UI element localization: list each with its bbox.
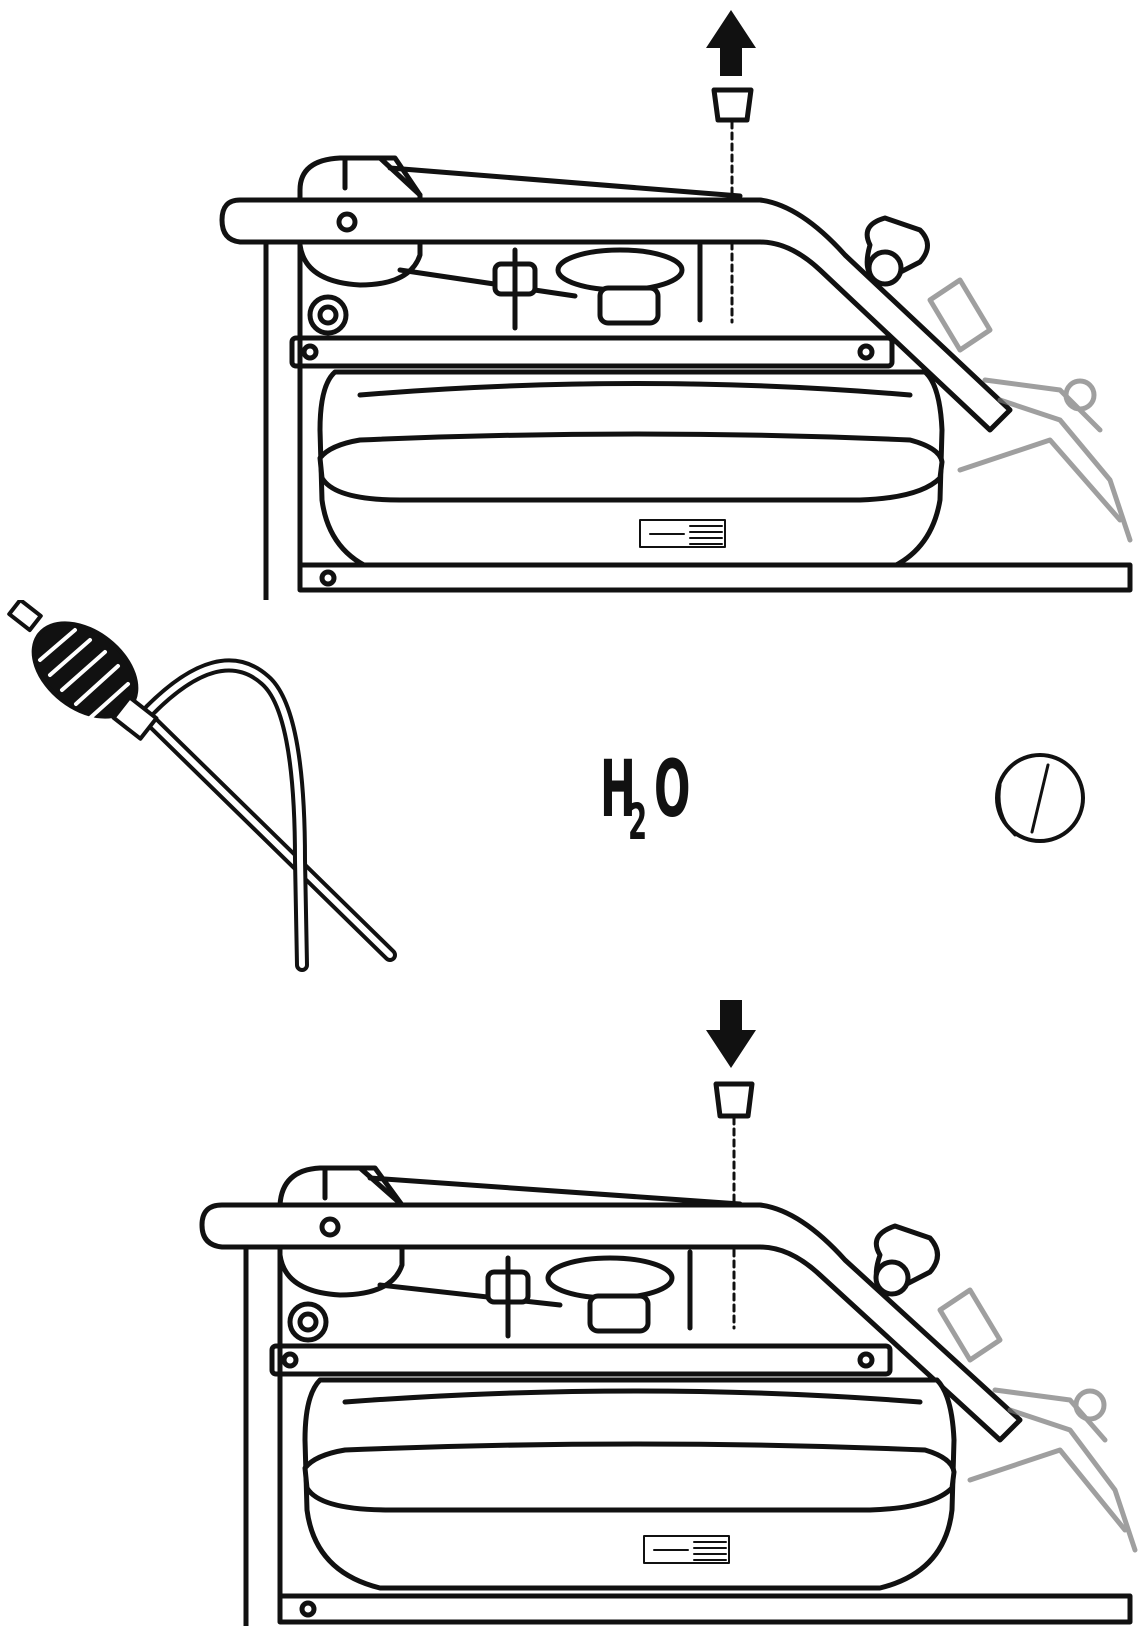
- supplies-row: [0, 600, 1148, 1000]
- top-rail: [219, 197, 1013, 433]
- top-rail: [199, 1202, 1023, 1443]
- formula-subscript: 2: [628, 793, 648, 851]
- base-rail: [277, 1593, 1133, 1625]
- remove-plug-illustration: [0, 0, 1148, 600]
- flywheel: [555, 247, 685, 293]
- stopper-icon: [711, 87, 754, 123]
- tank-seam: [317, 431, 945, 503]
- front-wheel: [307, 294, 349, 336]
- h2o-label: H 2 O: [600, 745, 710, 855]
- flywheel: [545, 1255, 675, 1301]
- upper-crossbar: [269, 1343, 893, 1377]
- supplies-svg: [7, 600, 1085, 972]
- rower-tank-bottom-svg: [199, 1000, 1138, 1626]
- rower-tank-top-svg: [219, 10, 1133, 600]
- front-wheel: [287, 1301, 329, 1343]
- footboard: [937, 1287, 1138, 1553]
- base-rail: [297, 562, 1133, 593]
- formula-h: H: [600, 745, 636, 835]
- arrow-up-icon: [706, 10, 756, 76]
- footboard: [927, 277, 1133, 543]
- upper-crossbar: [289, 335, 895, 369]
- siphon-pump-icon: [7, 600, 397, 972]
- formula-o: O: [654, 745, 691, 835]
- arrow-down-icon: [706, 1000, 756, 1068]
- water-tablet-icon: [995, 753, 1085, 843]
- insert-plug-illustration: [0, 1000, 1148, 1626]
- tank-seam: [302, 1441, 957, 1513]
- stopper-icon: [713, 1081, 755, 1119]
